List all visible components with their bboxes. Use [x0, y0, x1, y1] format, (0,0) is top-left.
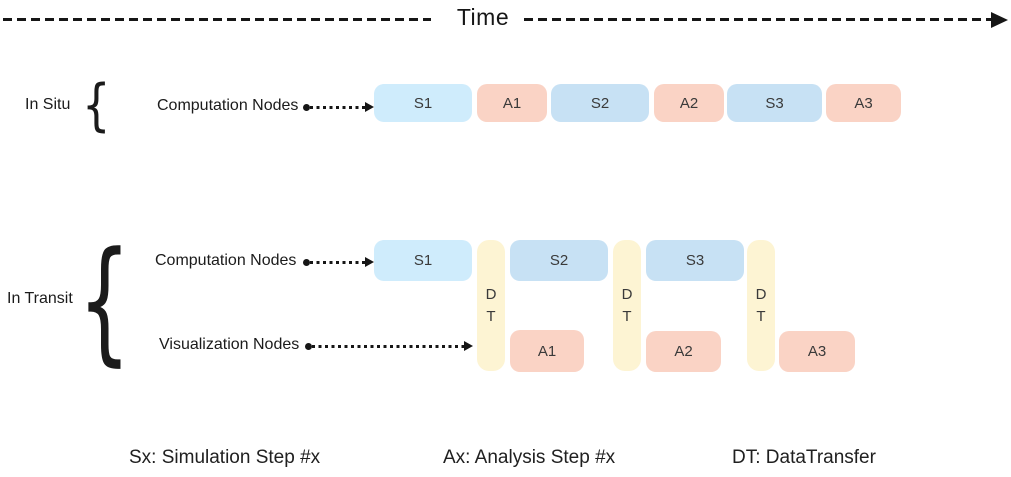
data-transfer-label: DT	[755, 285, 767, 325]
leader-dot-icon	[303, 103, 310, 111]
in-transit-simulation-block-s2: S2	[510, 240, 608, 281]
in-transit-simulation-block-s3: S3	[646, 240, 744, 281]
in-transit-group-label: In Transit	[7, 290, 73, 307]
in-transit-visualization-leader-arrow	[305, 341, 473, 351]
in-situ-group-label: In Situ	[25, 96, 71, 113]
in-situ-simulation-block-s1: S1	[374, 84, 472, 122]
in-transit-simulation-block-s1: S1	[374, 240, 472, 281]
in-situ-computation-leader-arrow	[303, 102, 374, 112]
data-transfer-label: DT	[485, 285, 497, 325]
timeline-dash-left	[3, 18, 431, 21]
legend-data-transfer: DT: DataTransfer	[732, 447, 876, 468]
in-situ-simulation-block-s2: S2	[551, 84, 649, 122]
data-transfer-label: DT	[621, 285, 633, 325]
data-transfer-block-1: DT	[477, 240, 505, 371]
in-transit-analysis-block-a3: A3	[779, 331, 855, 372]
in-transit-brace-icon: {	[78, 223, 131, 379]
arrowhead-icon	[464, 341, 473, 351]
timeline-arrowhead-icon	[991, 12, 1008, 28]
arrowhead-icon	[365, 102, 374, 112]
in-transit-visualization-nodes-label: Visualization Nodes	[159, 336, 300, 353]
leader-dot-icon	[303, 258, 310, 266]
arrowhead-icon	[365, 257, 374, 267]
in-situ-analysis-block-a2: A2	[654, 84, 724, 122]
timeline-dash-right	[524, 18, 991, 21]
dotted-line	[310, 260, 365, 264]
legend-analysis: Ax: Analysis Step #x	[443, 447, 616, 468]
timeline-label: Time	[456, 4, 510, 30]
dotted-line	[312, 344, 464, 348]
data-transfer-block-2: DT	[613, 240, 641, 371]
dotted-line	[310, 105, 365, 109]
in-situ-analysis-block-a1: A1	[477, 84, 547, 122]
leader-dot-icon	[305, 342, 312, 350]
in-situ-analysis-block-a3: A3	[826, 84, 901, 122]
in-transit-computation-nodes-label: Computation Nodes	[155, 252, 297, 269]
in-transit-analysis-block-a2: A2	[646, 331, 721, 372]
in-situ-computation-nodes-label: Computation Nodes	[157, 97, 299, 114]
in-transit-analysis-block-a1: A1	[510, 330, 584, 372]
in-situ-brace-icon: {	[82, 73, 111, 138]
in-transit-computation-leader-arrow	[303, 257, 374, 267]
data-transfer-block-3: DT	[747, 240, 775, 371]
legend-simulation: Sx: Simulation Step #x	[129, 447, 321, 468]
in-situ-simulation-block-s3: S3	[727, 84, 822, 122]
